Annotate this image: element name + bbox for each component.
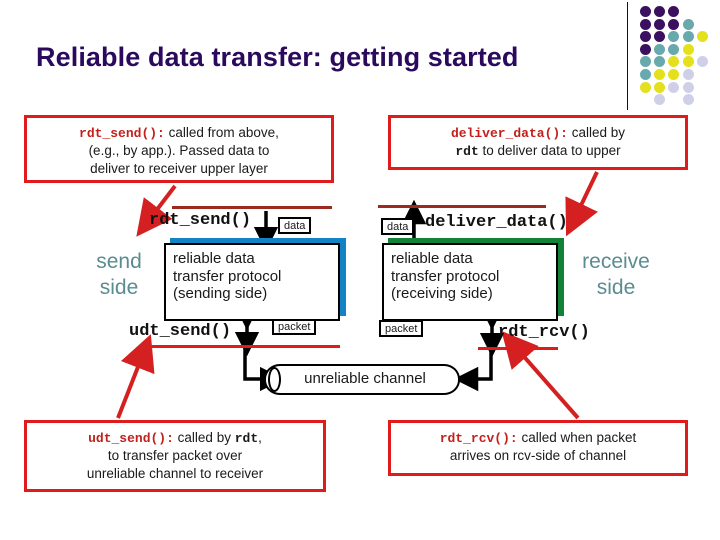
- callout-deliver-data-rest: called by: [567, 125, 626, 140]
- decorative-dot: [640, 69, 651, 80]
- arrow-rdt-send: [136, 184, 177, 237]
- callout-udt-send-tail: ,: [258, 430, 262, 445]
- decorative-dot: [668, 18, 680, 30]
- decorative-dot: [682, 94, 694, 106]
- callout-rdt-rcv-line1: rdt_rcv(): called when packet: [397, 429, 679, 447]
- decorative-dot: [640, 18, 651, 30]
- decorative-dot: [640, 43, 651, 55]
- callout-udt-send-line1: udt_send(): called by rdt,: [33, 429, 317, 447]
- receive-side-line2: side: [596, 276, 636, 300]
- decorative-dot: [668, 31, 680, 43]
- decorative-dot: [640, 56, 651, 68]
- fn-label-deliver-data: deliver_data(): [425, 213, 568, 232]
- chip-packet-left: packet: [272, 318, 317, 335]
- protocol-receiver-line1: reliable data: [391, 250, 473, 267]
- decorative-dot: [640, 81, 651, 93]
- chip-data-left: data: [278, 217, 312, 234]
- decorative-dot: [654, 18, 666, 30]
- callout-rdt-rcv-line2: arrives on rcv-side of channel: [449, 448, 627, 464]
- callout-udt-send: udt_send(): called by rdt, to transfer p…: [24, 420, 326, 492]
- decorative-dot: [668, 43, 680, 55]
- protocol-receiver-line2: transfer protocol: [391, 267, 500, 285]
- decorative-dot: [654, 31, 666, 43]
- unreliable-channel-cylinder: [264, 364, 460, 395]
- callout-udt-send-mono2: rdt: [234, 431, 259, 446]
- fn-label-udt-send: udt_send(): [129, 322, 232, 341]
- decorative-dot: [654, 56, 666, 68]
- protocol-box-sender: reliable data transfer protocol (sending…: [164, 243, 340, 321]
- decorative-dot: [668, 56, 680, 68]
- decorative-dot: [696, 31, 708, 43]
- unreliable-channel-cap: [268, 367, 281, 392]
- underline-rdt-send: [172, 206, 332, 209]
- protocol-box-receiver: reliable data transfer protocol (receivi…: [382, 243, 558, 321]
- callout-deliver-data-line1: deliver_data(): called by: [397, 124, 679, 142]
- arrow-channel-out: [453, 348, 493, 392]
- arrow-deliver-data: [565, 171, 599, 237]
- callout-rdt-send-fn: rdt_send():: [79, 126, 165, 141]
- callout-rdt-send-line1: rdt_send(): called from above,: [33, 124, 325, 142]
- callout-deliver-data-line2: rdt to deliver data to upper: [397, 142, 679, 160]
- decorative-dot-grid: [640, 6, 716, 108]
- decorative-dot: [668, 81, 680, 93]
- callout-rdt-send-line3: deliver to receiver upper layer: [90, 161, 268, 177]
- page-title: Reliable data transfer: getting started: [36, 42, 519, 72]
- arrow-channel-in: [243, 348, 285, 392]
- decorative-dot: [682, 43, 694, 55]
- protocol-sender-line1: reliable data: [173, 250, 255, 267]
- decorative-dot: [682, 18, 694, 30]
- callout-udt-send-line2: to transfer packet over: [107, 448, 243, 464]
- callout-deliver-data-fn: deliver_data():: [450, 126, 568, 141]
- arrow-udt-send: [116, 334, 155, 419]
- decorative-dot: [654, 6, 666, 17]
- send-side-line2: side: [99, 276, 139, 300]
- underline-rdt-rcv: [478, 347, 558, 350]
- chip-data-right: data: [381, 218, 415, 235]
- protocol-sender-line2: transfer protocol: [173, 267, 282, 285]
- header-vertical-rule: [627, 2, 628, 110]
- callout-udt-send-rest: called by: [173, 430, 235, 445]
- callout-rdt-rcv-fn: rdt_rcv():: [439, 431, 518, 446]
- callout-rdt-send-rest: called from above,: [164, 125, 279, 140]
- callout-deliver-data: deliver_data(): called by rdt to deliver…: [388, 115, 688, 170]
- decorative-dot: [640, 6, 651, 17]
- decorative-dot: [654, 81, 666, 93]
- underline-udt-send: [150, 345, 340, 348]
- decorative-dot: [654, 69, 666, 80]
- callout-rdt-send-line2: (e.g., by app.). Passed data to: [88, 143, 270, 159]
- decorative-dot: [682, 69, 694, 80]
- callout-udt-send-line3: unreliable channel to receiver: [86, 466, 264, 482]
- callout-deliver-data-line2-rest: to deliver data to upper: [478, 143, 621, 159]
- label-receive-side: receive side: [556, 249, 676, 302]
- decorative-dot: [654, 94, 666, 106]
- decorative-dot: [654, 43, 666, 55]
- decorative-dot: [640, 31, 651, 43]
- decorative-dot: [682, 81, 694, 93]
- callout-rdt-rcv: rdt_rcv(): called when packet arrives on…: [388, 420, 688, 476]
- label-send-side: send side: [76, 249, 162, 302]
- protocol-sender-line3: (sending side): [173, 285, 268, 303]
- receive-side-line1: receive: [582, 250, 650, 273]
- decorative-dot: [668, 69, 680, 80]
- decorative-dot: [682, 31, 694, 43]
- underline-deliver-data: [378, 205, 546, 208]
- callout-deliver-data-mono: rdt: [455, 144, 479, 160]
- decorative-dot: [696, 56, 708, 68]
- decorative-dot: [682, 56, 694, 68]
- arrow-rdt-rcv: [501, 330, 580, 420]
- fn-label-rdt-rcv: rdt_rcv(): [498, 323, 590, 342]
- callout-rdt-send: rdt_send(): called from above, (e.g., by…: [24, 115, 334, 183]
- protocol-receiver-line3: (receiving side): [391, 285, 493, 303]
- callout-rdt-rcv-rest: called when packet: [517, 430, 637, 445]
- callout-udt-send-fn: udt_send():: [88, 431, 174, 446]
- send-side-line1: send: [96, 250, 142, 273]
- decorative-dot: [668, 6, 680, 17]
- fn-label-rdt-send: rdt_send(): [149, 211, 252, 230]
- unreliable-channel-label: unreliable channel: [304, 370, 426, 387]
- chip-packet-right: packet: [379, 320, 424, 337]
